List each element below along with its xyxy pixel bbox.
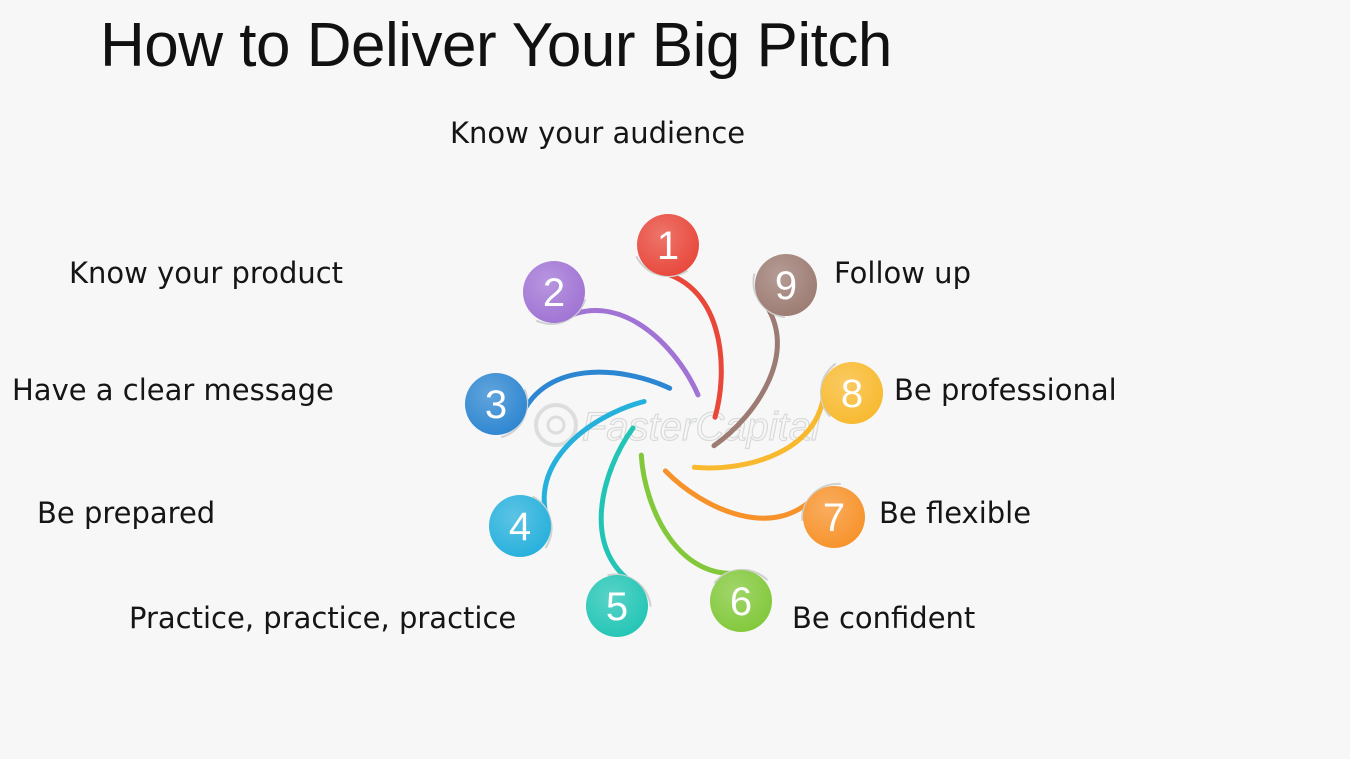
arm-8 xyxy=(691,379,827,471)
badge-shine-7 xyxy=(803,486,865,548)
arm-1 xyxy=(649,267,724,420)
step-number-9: 9 xyxy=(775,264,797,308)
gear-icon xyxy=(534,403,578,447)
step-label-9: Follow up xyxy=(834,256,971,290)
step-number-7: 7 xyxy=(823,496,845,540)
badge-shadow-2 xyxy=(514,250,589,325)
badge-shine-8 xyxy=(821,362,883,424)
step-label-4: Be prepared xyxy=(37,496,216,530)
step-label-5: Practice, practice, practice xyxy=(129,601,517,635)
pinwheel-arms xyxy=(515,267,827,591)
badge-shine-1 xyxy=(637,214,699,276)
arm-4 xyxy=(541,399,647,530)
badge-shadow-5 xyxy=(577,573,652,648)
arm-7 xyxy=(662,468,823,521)
step-number-6: 6 xyxy=(730,580,752,624)
arm-5 xyxy=(598,425,644,591)
badge-shine-5 xyxy=(586,575,648,637)
arm-3 xyxy=(515,369,673,427)
step-number-8: 8 xyxy=(841,372,863,416)
step-label-7: Be flexible xyxy=(879,496,1032,530)
badge-shadow-6 xyxy=(705,568,780,643)
badge-shine-9 xyxy=(755,254,817,316)
watermark-logo: FasterCapital xyxy=(534,403,822,450)
step-label-8: Be professional xyxy=(894,373,1117,407)
step-badges: 1 2 3 4 5 6 7 8 9 xyxy=(454,203,894,648)
arm-9 xyxy=(711,291,780,449)
badge-shadow-7 xyxy=(801,482,876,557)
arm-6 xyxy=(638,452,751,576)
badge-shine-4 xyxy=(489,495,551,557)
badge-shadow-4 xyxy=(478,491,553,566)
step-number-2: 2 xyxy=(543,271,565,315)
step-label-2: Know your product xyxy=(69,256,344,290)
step-number-5: 5 xyxy=(606,585,628,629)
step-number-1: 1 xyxy=(657,224,679,268)
step-number-4: 4 xyxy=(509,505,531,549)
step-label-6: Be confident xyxy=(792,601,976,635)
step-label-3: Have a clear message xyxy=(12,373,334,407)
page-title: How to Deliver Your Big Pitch xyxy=(100,11,892,80)
badge-shine-3 xyxy=(465,373,527,435)
badge-shine-6 xyxy=(710,570,772,632)
step-number-3: 3 xyxy=(485,383,507,427)
arm-2 xyxy=(555,308,701,398)
step-label-1: Know your audience xyxy=(450,116,746,150)
badge-shadow-3 xyxy=(454,365,529,440)
badge-shadow-8 xyxy=(819,355,894,430)
badge-shine-2 xyxy=(523,261,585,323)
